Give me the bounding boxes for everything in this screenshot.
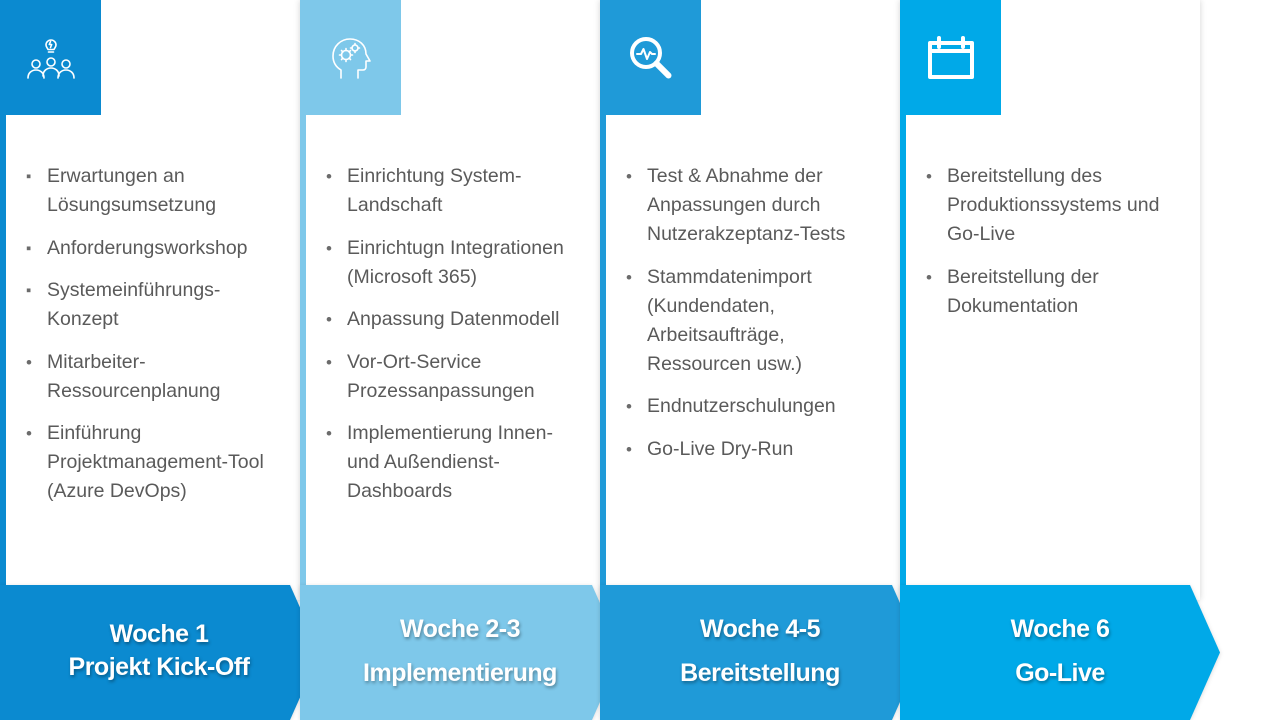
phase-arrow-2: Woche 2-3 Implementierung <box>300 585 630 720</box>
phase-title: Projekt Kick-Off <box>68 652 250 681</box>
task-item: Mitarbeiter-Ressourcenplanung <box>26 348 271 406</box>
phase-icon-box <box>900 0 1001 115</box>
phase-arrow-4: Woche 6 Go-Live <box>900 585 1230 720</box>
phase-week: Woche 4-5 <box>699 614 821 643</box>
phase-arrow-1: Woche 1 Projekt Kick-Off <box>0 585 320 720</box>
phase-arrow-label: Woche 2-3 Implementierung <box>310 583 610 718</box>
phase-column-2: Einrichtung System-Landschaft Einrichtug… <box>300 0 600 720</box>
task-item: Implementierung Innen- und Außendienst-D… <box>326 419 571 506</box>
task-item: Anpassung Datenmodell <box>326 305 571 334</box>
head-gears-icon <box>331 37 371 79</box>
phase-column-3: Test & Abnahme der Anpassungen durch Nut… <box>600 0 900 720</box>
task-item: Bereitstellung des Produktionssystems un… <box>926 162 1171 249</box>
phase-rail <box>900 0 906 600</box>
task-item: Erwartungen an Lösungsumsetzung <box>26 162 271 220</box>
phase-icon-box <box>600 0 701 115</box>
task-item: Einrichtung System-Landschaft <box>326 162 571 220</box>
phase-rail <box>300 0 306 600</box>
task-item: Go-Live Dry-Run <box>626 435 871 464</box>
phase-arrow-3: Woche 4-5 Bereitstellung <box>600 585 930 720</box>
phase-rail <box>600 0 606 600</box>
phase-task-list: Bereitstellung des Produktionssystems un… <box>926 162 1171 334</box>
phase-title: Bereitstellung <box>680 658 840 687</box>
task-item: Vor-Ort-Service Prozessanpassungen <box>326 348 571 406</box>
calendar-icon <box>927 35 974 79</box>
phase-icon-box <box>0 0 101 115</box>
phase-task-list: Erwartungen an Lösungsumsetzung Anforder… <box>26 162 271 520</box>
task-item: Einführung Projektmanagement-Tool (Azure… <box>26 419 271 506</box>
phase-task-list: Test & Abnahme der Anpassungen durch Nut… <box>626 162 871 477</box>
task-item: Anforderungsworkshop <box>26 234 271 263</box>
phase-task-list: Einrichtung System-Landschaft Einrichtug… <box>326 162 571 520</box>
phase-week: Woche 1 <box>109 619 209 648</box>
task-item: Endnutzerschulungen <box>626 392 871 421</box>
task-item: Systemeinführungs-Konzept <box>26 276 271 334</box>
team-idea-icon <box>26 38 75 79</box>
phase-week: Woche 2-3 <box>399 614 521 643</box>
magnifier-analytics-icon <box>629 36 671 78</box>
task-item: Einrichtugn Integrationen (Microsoft 365… <box>326 234 571 292</box>
phase-column-1: Erwartungen an Lösungsumsetzung Anforder… <box>0 0 300 720</box>
phase-title: Go-Live <box>1015 658 1105 687</box>
phase-column-4: Bereitstellung des Produktionssystems un… <box>900 0 1200 720</box>
phase-icon-box <box>300 0 401 115</box>
task-item: Stammdatenimport (Kundendaten, Arbeitsau… <box>626 263 871 379</box>
phase-title: Implementierung <box>363 658 557 687</box>
phase-arrow-label: Woche 4-5 Bereitstellung <box>610 583 910 718</box>
phase-arrow-label: Woche 1 Projekt Kick-Off <box>9 583 309 718</box>
phase-arrow-label: Woche 6 Go-Live <box>910 583 1210 718</box>
phase-week: Woche 6 <box>1010 614 1110 643</box>
task-item: Test & Abnahme der Anpassungen durch Nut… <box>626 162 871 249</box>
task-item: Bereitstellung der Dokumentation <box>926 263 1171 321</box>
phase-rail <box>0 0 6 600</box>
